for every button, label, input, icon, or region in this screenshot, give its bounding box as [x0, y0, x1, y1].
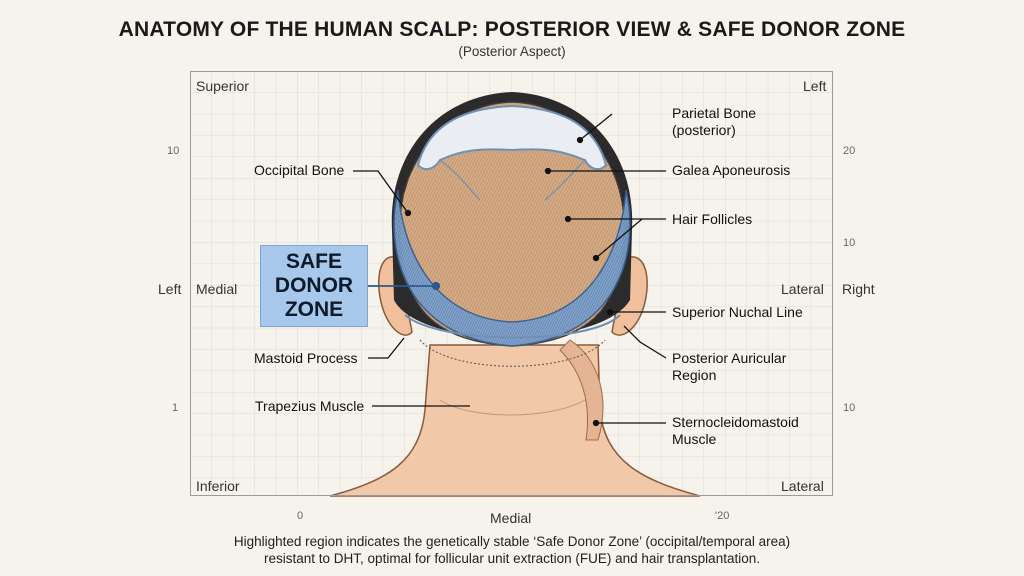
- tick-right-10a: 10: [843, 237, 856, 249]
- label-left-mid: Left: [158, 281, 182, 297]
- label-posterior-auricular-line1: Posterior Auricular: [672, 350, 787, 366]
- leader-follicles-2: [595, 218, 643, 259]
- label-parietal-bone: Parietal Bone (posterior): [672, 105, 756, 139]
- label-right-mid: Right: [842, 281, 875, 297]
- label-parietal-bone-line2: (posterior): [672, 122, 736, 138]
- label-occipital-bone: Occipital Bone: [254, 162, 345, 178]
- label-posterior-auricular: Posterior Auricular Region: [672, 350, 786, 384]
- label-medial-bottom: Medial: [490, 510, 532, 526]
- label-lateral-bottom: Lateral: [781, 478, 824, 494]
- caption-line1: Highlighted region indicates the genetic…: [233, 534, 791, 549]
- tick-bottom-0: 0: [297, 510, 304, 522]
- leader-occipital: [353, 170, 409, 214]
- tick-left-10: 10: [167, 145, 180, 157]
- safe-donor-zone-box: SAFE DONOR ZONE: [260, 245, 368, 327]
- label-lateral-mid: Lateral: [781, 281, 824, 297]
- label-posterior-auricular-line2: Region: [672, 367, 717, 383]
- label-superior-nuchal-line: Superior Nuchal Line: [672, 304, 803, 320]
- safe-zone-line3: ZONE: [284, 298, 344, 321]
- page-title: ANATOMY OF THE HUMAN SCALP: POSTERIOR VI…: [118, 18, 906, 41]
- label-medial-mid: Medial: [196, 281, 238, 297]
- caption-line2: resistant to DHT, optimal for follicular…: [264, 551, 760, 566]
- tick-bottom-20: '20: [715, 510, 730, 522]
- tick-right-20: 20: [843, 145, 856, 157]
- grid-frame: [190, 71, 833, 496]
- tick-right-10b: 10: [843, 402, 856, 414]
- label-sternocleidomastoid: Sternocleidomastoid Muscle: [672, 414, 799, 448]
- label-parietal-bone-line1: Parietal Bone: [672, 105, 757, 121]
- page-subtitle: (Posterior Aspect): [458, 44, 566, 59]
- hair-follicle-texture: [399, 102, 625, 346]
- donor-zone-texture: [394, 190, 630, 346]
- leader-auricular: [623, 325, 667, 359]
- label-sternocleidomastoid-line2: Muscle: [672, 431, 717, 447]
- parietal-bone: [416, 104, 608, 171]
- leader-parietal: [579, 113, 613, 141]
- label-superior: Superior: [196, 78, 249, 94]
- label-galea-aponeurosis: Galea Aponeurosis: [672, 162, 791, 178]
- caption: Highlighted region indicates the genetic…: [0, 533, 1024, 567]
- neck-shoulders: [329, 344, 701, 497]
- tick-left-1: 1: [172, 402, 179, 414]
- superior-nuchal-line: [404, 314, 621, 339]
- label-sternocleidomastoid-line1: Sternocleidomastoid: [672, 414, 799, 430]
- leader-mastoid: [368, 337, 405, 359]
- sternocleidomastoid-shape: [559, 339, 604, 441]
- safe-zone-line1: SAFE: [285, 250, 342, 273]
- label-left-top: Left: [803, 78, 827, 94]
- label-trapezius-muscle: Trapezius Muscle: [255, 398, 365, 414]
- label-hair-follicles: Hair Follicles: [672, 211, 753, 227]
- label-inferior: Inferior: [196, 478, 240, 494]
- label-mastoid-process: Mastoid Process: [254, 350, 358, 366]
- galea-edge: [439, 159, 586, 201]
- safe-zone-line2: DONOR: [274, 274, 354, 297]
